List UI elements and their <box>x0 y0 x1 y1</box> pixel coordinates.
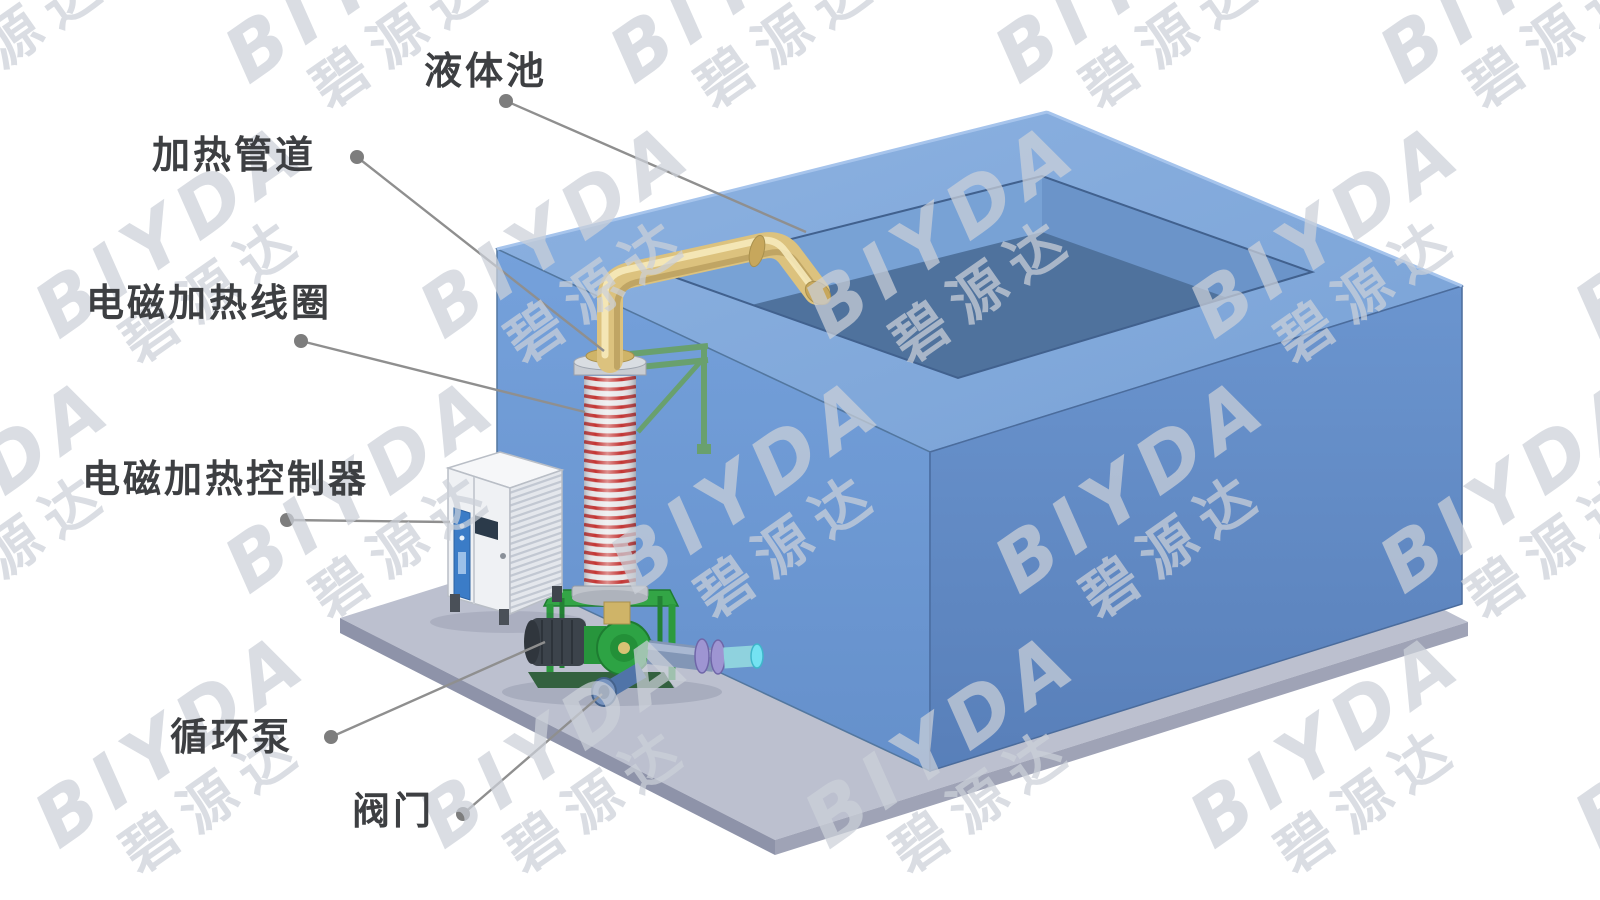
tank-top-edge-highlight-left <box>496 110 1048 251</box>
pointer-line-heating-pipe <box>356 156 605 352</box>
bracket-bar-top <box>629 343 709 357</box>
label-liquid-pool: 液体池 <box>424 49 548 93</box>
wall-bracket <box>629 343 711 454</box>
tank-cavity-rim <box>656 174 1316 380</box>
cabinet-door-handle <box>500 553 506 559</box>
controller-cabinet <box>430 451 586 633</box>
pointer-dot-heating-pipe <box>350 150 364 164</box>
heating-pipe-highlight <box>601 236 816 359</box>
cabinet-display <box>474 515 498 540</box>
label-heating-pipe: 加热管道 <box>152 133 317 177</box>
pipe-end-cyan-cap <box>750 643 764 669</box>
cabinet-foot <box>450 594 460 612</box>
bracket-diagonal <box>636 358 704 434</box>
floor-edge-left <box>340 618 775 855</box>
pipe-flange <box>694 638 710 674</box>
heating-pipe-assembly <box>585 232 832 373</box>
pointer-dot-liquid-pool <box>499 94 513 108</box>
pointer-line-heating-controller <box>286 518 451 524</box>
pointer-line-circulation-pump <box>330 640 546 739</box>
cabinet-foot <box>499 609 509 625</box>
pointer-dot-heating-controller <box>280 513 294 527</box>
pump-volute-hub <box>618 642 630 654</box>
pipe-end-cap <box>804 280 832 306</box>
label-circulation-pump: 循环泵 <box>170 715 294 759</box>
pipe-flange <box>710 639 726 675</box>
heating-coil-column <box>571 353 649 606</box>
tank-cavity-wall-left <box>660 176 1042 328</box>
liquid-pool-tank <box>494 110 1465 773</box>
label-heating-coil: 电磁加热线圈 <box>86 281 333 325</box>
floor-edge-right <box>775 622 1468 855</box>
pointer-line-liquid-pool <box>505 99 807 234</box>
pointer-line-valve <box>462 693 603 815</box>
cabinet-foot <box>552 586 562 602</box>
tank-top-edge-highlight-right <box>1046 110 1463 288</box>
coil-shading <box>584 376 636 588</box>
label-valve: 阀门 <box>352 789 435 833</box>
pointer-dot-valve <box>456 807 470 821</box>
motor-end-cap <box>524 620 540 664</box>
pointer-dot-heating-coil <box>294 334 308 348</box>
label-pointers <box>280 94 807 821</box>
pipe-coupling-ring <box>748 234 766 268</box>
cabinet-panel-button <box>459 523 465 529</box>
pump-top-fitting <box>603 601 631 625</box>
tank-cavity-wall-right <box>1042 176 1312 328</box>
cabinet-panel-button <box>459 535 465 541</box>
label-heating-controller: 电磁加热控制器 <box>82 457 370 501</box>
bracket-wall-plate <box>697 444 711 454</box>
pointer-dot-circulation-pump <box>324 730 338 744</box>
pointer-line-heating-coil <box>300 339 586 414</box>
cabinet-panel-keypad <box>458 552 466 574</box>
valve-body-pipe <box>723 645 755 669</box>
